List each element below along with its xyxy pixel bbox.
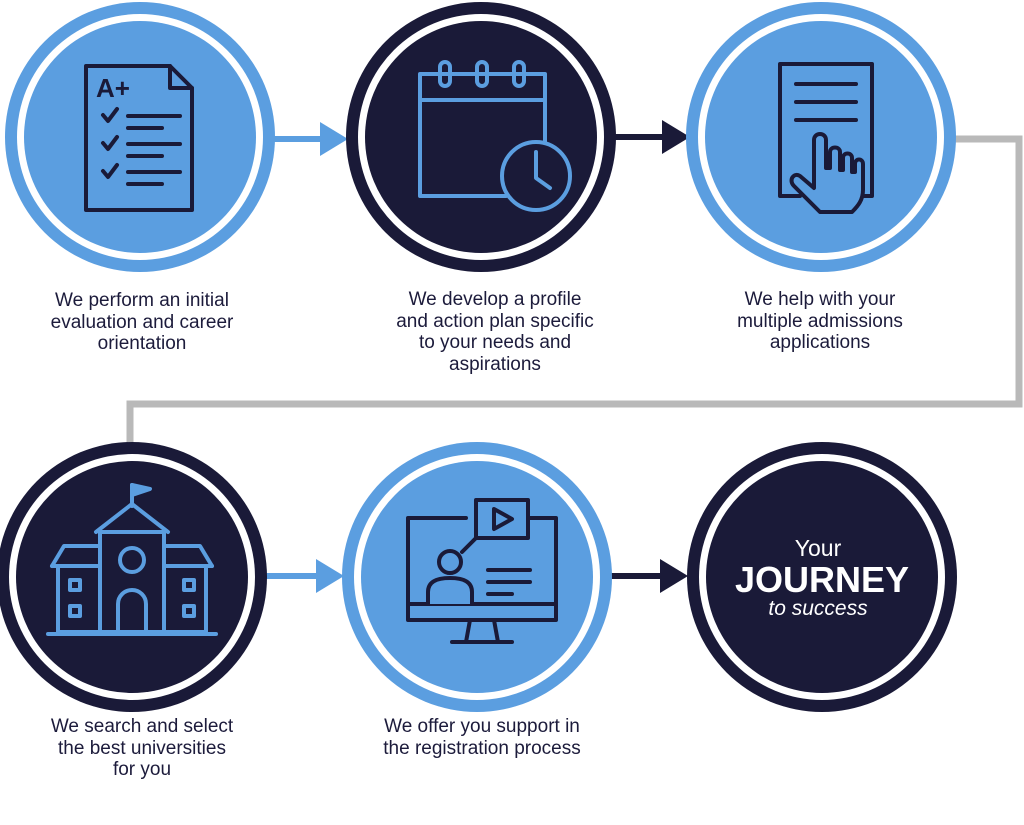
final-line-your: Your <box>795 535 842 561</box>
final-circle <box>687 442 957 712</box>
step-5-circle <box>342 442 612 712</box>
final-line-journey: JOURNEY <box>735 559 909 600</box>
step-1-circle <box>5 2 275 272</box>
calendar-clock-icon <box>418 60 572 212</box>
arrow-2-to-3 <box>612 120 690 154</box>
step-5-caption: We offer you support in the registration… <box>383 716 581 759</box>
graded-checklist-icon <box>84 64 194 212</box>
final-line-success: to success <box>768 597 868 620</box>
arrow-4-to-5 <box>262 559 344 593</box>
arrow-5-to-6 <box>606 559 688 593</box>
step-1-caption: We perform an initial evaluation and car… <box>50 290 234 354</box>
step-4-circle <box>0 442 267 712</box>
step-2-caption: We develop a profile and action plan spe… <box>396 289 594 375</box>
document-tap-icon <box>778 62 874 214</box>
row-connector <box>126 135 1023 448</box>
grade-mark: A+ <box>96 73 130 103</box>
step-4-caption: We search and select the best universiti… <box>50 716 234 780</box>
step-3-caption: We help with your multiple admissions ap… <box>737 289 903 353</box>
video-lesson-monitor-icon <box>406 498 558 644</box>
step-2-circle <box>346 2 616 272</box>
university-building-icon <box>46 483 218 636</box>
arrow-1-to-2 <box>272 122 348 156</box>
